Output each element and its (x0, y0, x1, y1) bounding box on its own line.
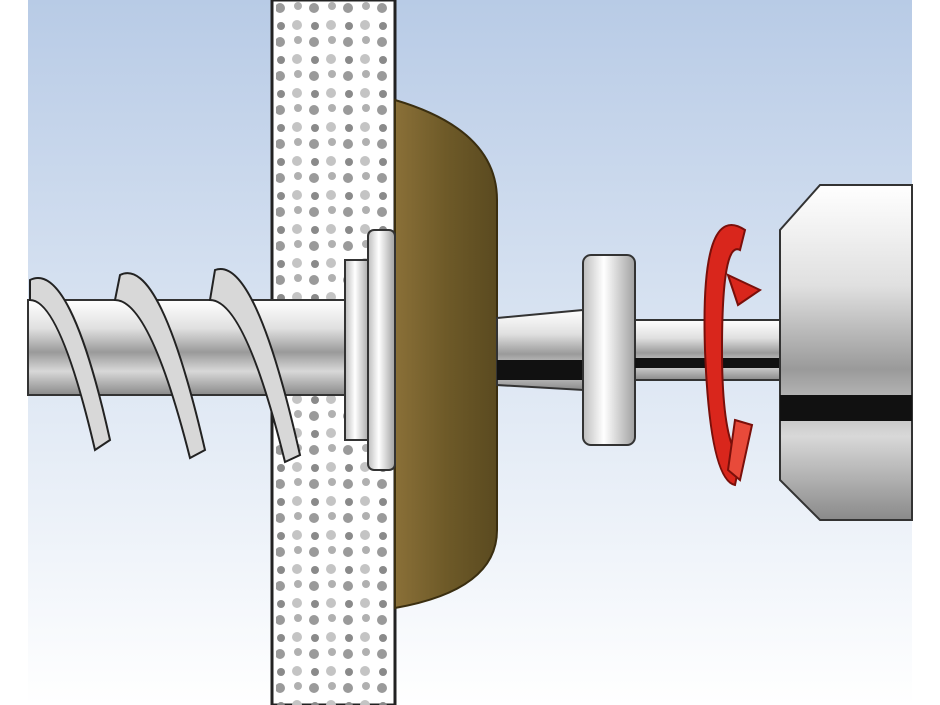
bit-collar (582, 254, 636, 446)
screw-neck (344, 259, 371, 441)
rotation-arrow-icon (703, 224, 763, 487)
screw-head (367, 229, 396, 471)
screw (27, 229, 396, 471)
drill-chuck (779, 184, 913, 521)
dowel-anchor (394, 98, 498, 610)
